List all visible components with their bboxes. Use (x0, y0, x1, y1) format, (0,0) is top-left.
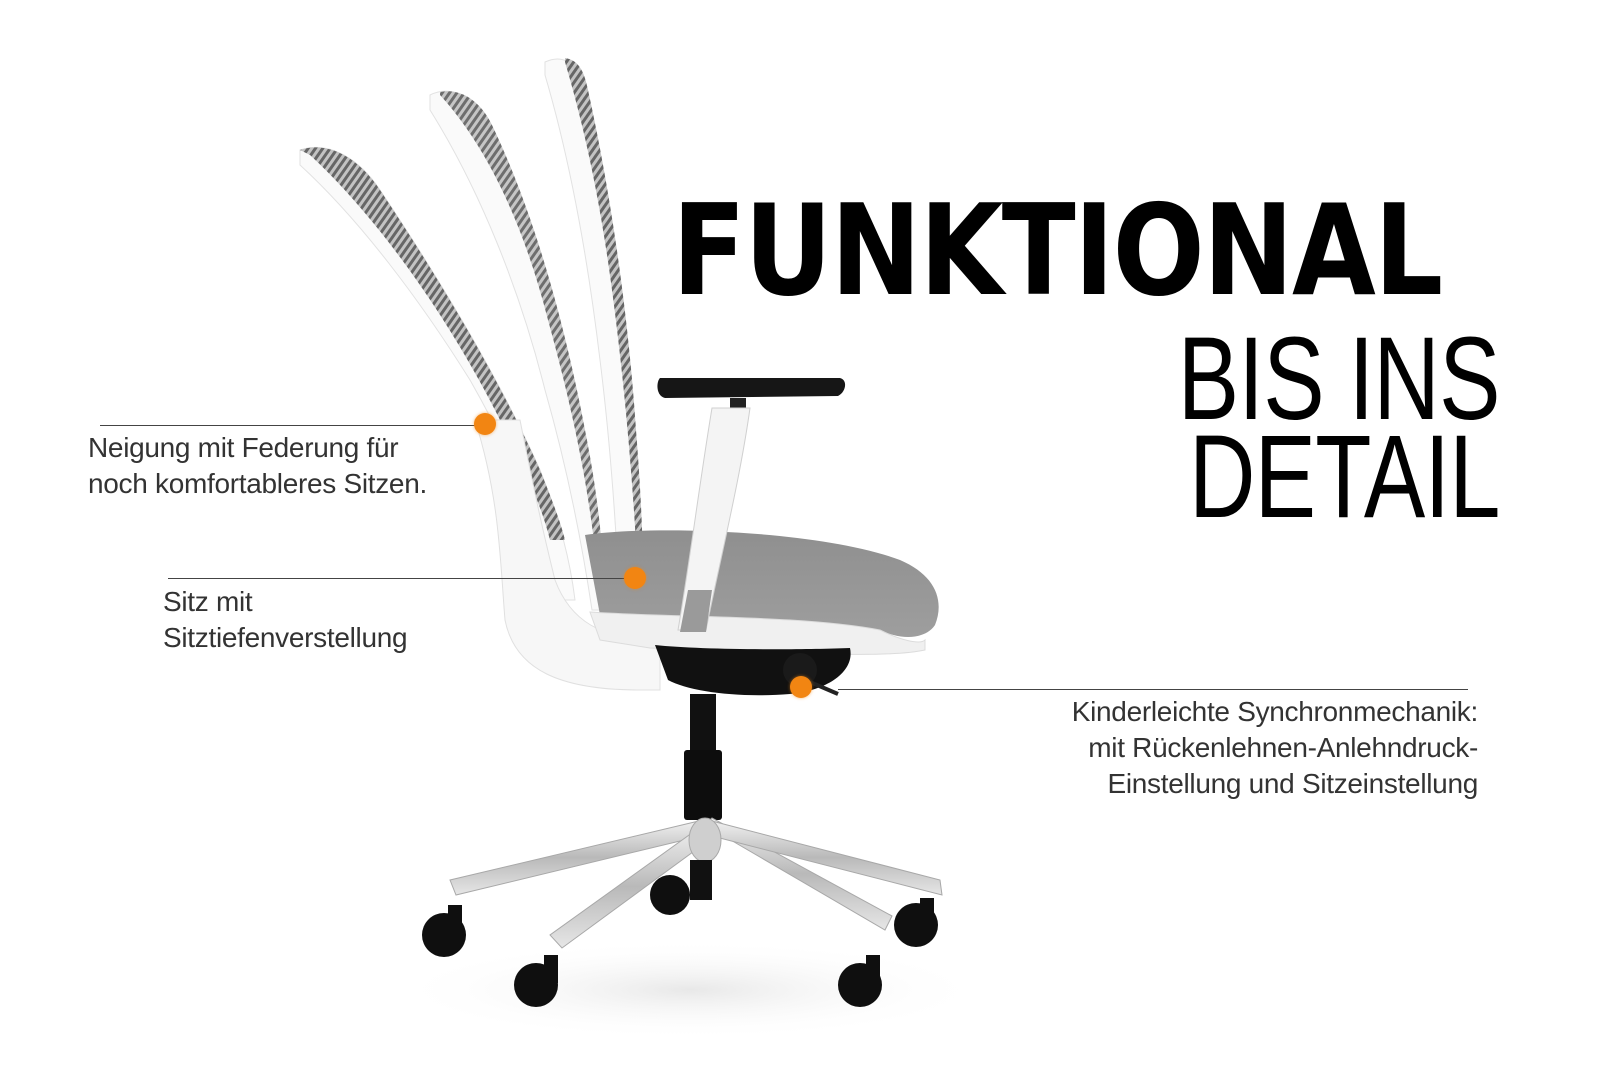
callout-line: mit Rückenlehnen-Anlehndruck- (1088, 732, 1478, 763)
headline-bold: FUNKTIONAL (672, 177, 1443, 324)
callout-line: Einstellung und Sitzeinstellung (1107, 768, 1478, 799)
casters (422, 875, 938, 1007)
callout-text-mechanism: Kinderleichte Synchronmechanik: mit Rück… (1071, 694, 1479, 802)
headline-thin-line-1: BIS INS (1178, 313, 1501, 445)
armrest (657, 378, 846, 632)
headline-thin: BIS INS DETAIL (1178, 313, 1501, 543)
callout-dot-backrest (474, 413, 496, 435)
callout-leader-line-backrest (100, 425, 485, 426)
callout-line: Sitz mit (163, 586, 253, 617)
callout-dot-mechanism (790, 676, 812, 698)
callout-text-seat: Sitz mit Sitztiefenverstellung (163, 584, 408, 656)
callout-dot-seat (624, 567, 646, 589)
callout-line: Sitztiefenverstellung (163, 622, 408, 653)
callout-leader-line-seat (168, 578, 628, 579)
callout-line: noch komfortableres Sitzen. (88, 468, 427, 499)
callout-leader-line-mechanism (838, 689, 1468, 690)
headline-thin-line-2: DETAIL (1189, 411, 1500, 543)
seat (585, 530, 939, 655)
star-base (449, 817, 943, 949)
callout-line: Kinderleichte Synchronmechanik: (1071, 696, 1479, 727)
callout-line: Neigung mit Federung für (88, 432, 399, 463)
callout-text-backrest: Neigung mit Federung für noch komfortabl… (88, 430, 427, 502)
